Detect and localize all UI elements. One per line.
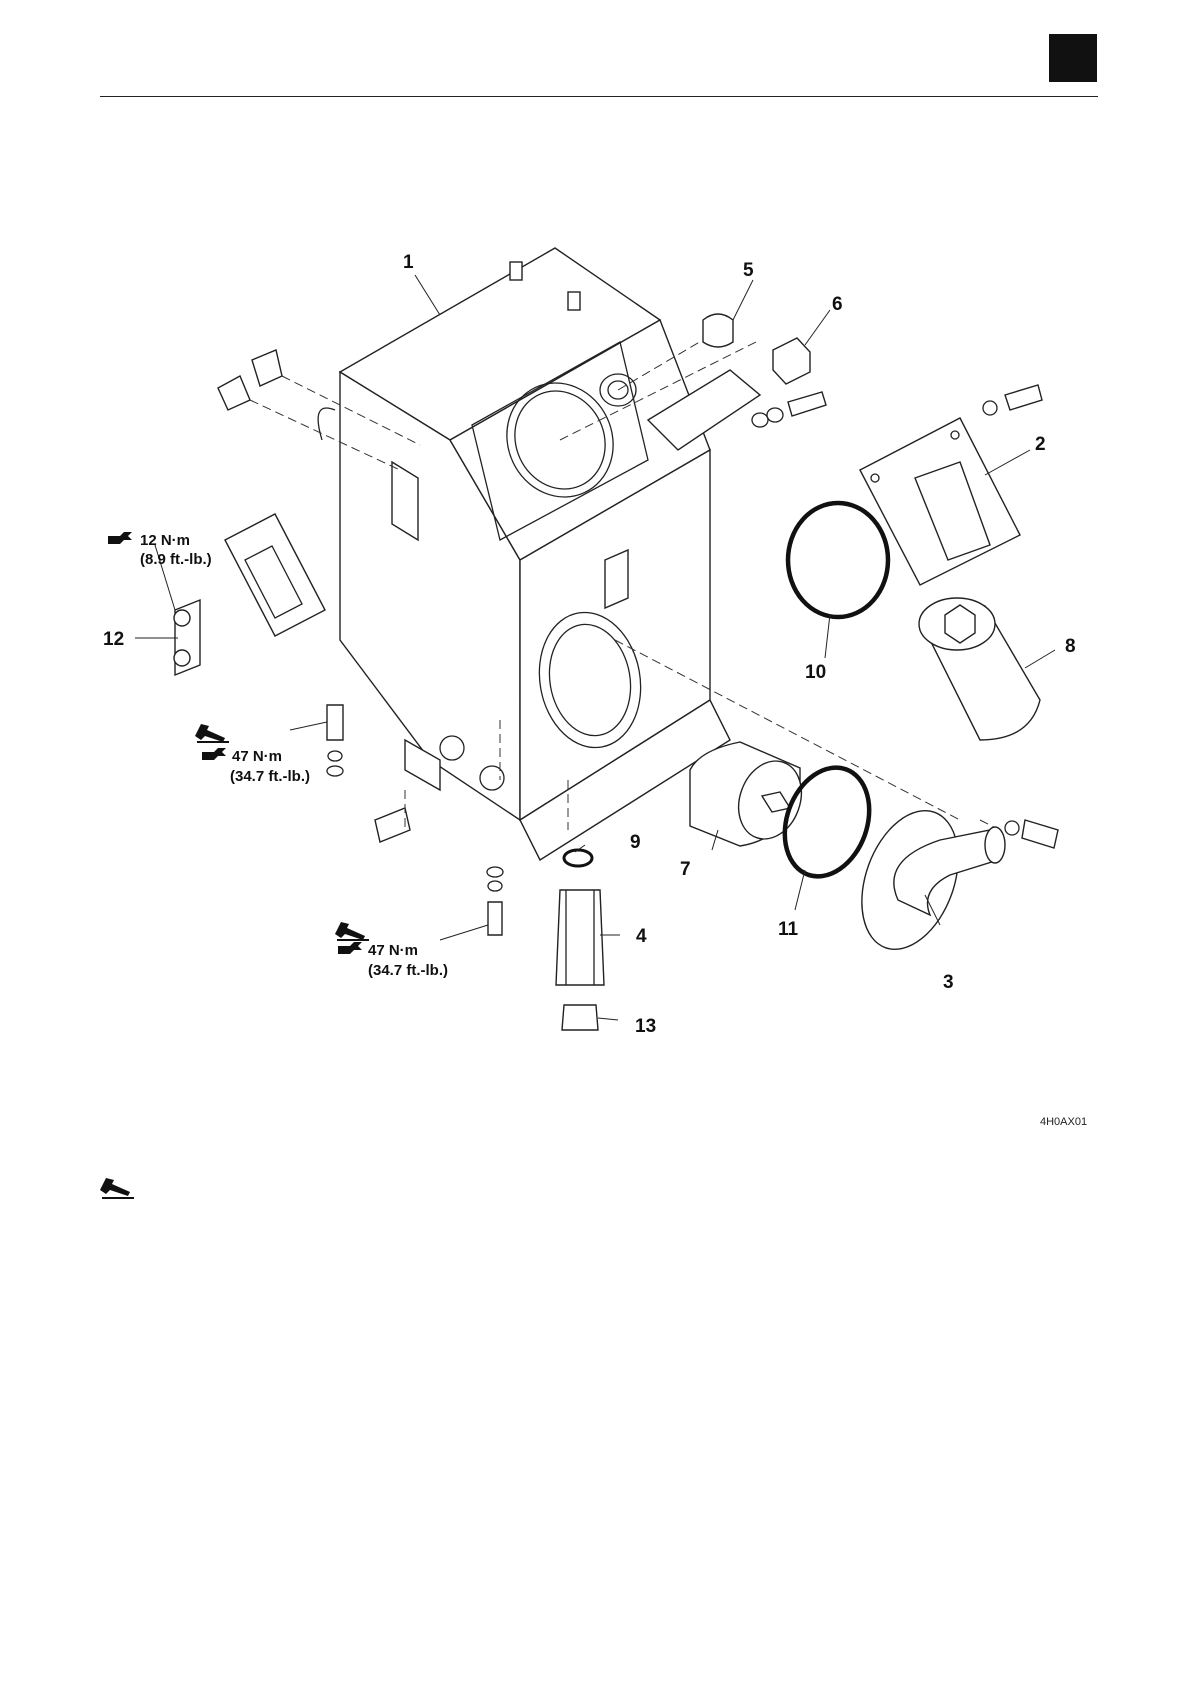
clamp-part-12 <box>174 514 325 675</box>
wrench-icon <box>338 942 362 954</box>
o-ring-part-10 <box>788 503 888 617</box>
hex-plug-part-6 <box>773 338 810 384</box>
cover-plate-part-2 <box>860 418 1020 585</box>
callout-11: 11 <box>778 919 799 940</box>
callout-5: 5 <box>743 260 754 281</box>
torque-47a-nm: 47 N·m <box>232 748 282 765</box>
plug-part-5 <box>703 314 733 347</box>
thread-lock-icon <box>335 922 369 940</box>
thread-lock-icon <box>195 724 229 742</box>
o-ring-part-9 <box>564 850 592 866</box>
torque-spec-12: 12 N·m (8.9 ft.-lb.) <box>108 532 212 568</box>
torque-12-nm: 12 N·m <box>140 532 190 549</box>
bolt-set-bottom <box>487 867 503 935</box>
wrench-icon <box>202 748 226 760</box>
torque-47b-ftlb: (34.7 ft.-lb.) <box>368 962 448 979</box>
callout-3: 3 <box>943 972 954 993</box>
thread-lock-icon <box>100 1178 136 1200</box>
torque-47a-ftlb: (34.7 ft.-lb.) <box>230 768 310 785</box>
callout-12: 12 <box>103 629 124 650</box>
figure-code: 4H0AX01 <box>1040 1116 1087 1128</box>
filter-canister-part-8 <box>919 598 1040 740</box>
callout-1: 1 <box>403 252 414 273</box>
torque-spec-47-bottom: 47 N·m (34.7 ft.-lb.) <box>335 922 448 979</box>
callout-4: 4 <box>636 926 647 947</box>
torque-47b-nm: 47 N·m <box>368 942 418 959</box>
callout-9: 9 <box>630 832 641 853</box>
torque-spec-47-left: 47 N·m (34.7 ft.-lb.) <box>195 724 310 785</box>
callout-2: 2 <box>1035 434 1046 455</box>
callout-6: 6 <box>832 294 843 315</box>
callout-10: 10 <box>805 662 826 683</box>
torque-12-ftlb: (8.9 ft.-lb.) <box>140 551 212 568</box>
hex-spacer-part-4 <box>556 890 604 985</box>
callout-8: 8 <box>1065 636 1076 657</box>
callout-13: 13 <box>635 1016 656 1037</box>
callout-7: 7 <box>680 859 691 880</box>
bolt-set-left <box>327 705 343 776</box>
plug-part-13 <box>562 1005 598 1030</box>
wrench-icon <box>108 532 132 544</box>
